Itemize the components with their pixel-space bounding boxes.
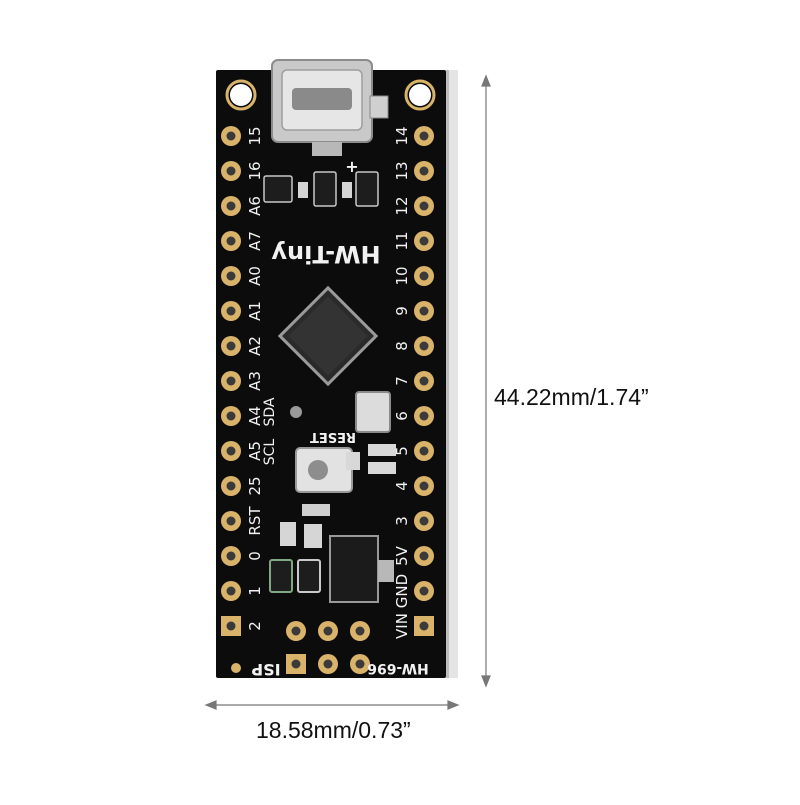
right-pin-pad-hole [419,481,429,491]
left-pin-label: A3 [246,371,264,391]
voltage-regulator [329,535,379,603]
right-pin-pad-hole [419,411,429,421]
height-dimension-label: 44.22mm/1.74” [494,384,649,410]
right-pin-pad-hole [419,271,429,281]
left-pin-pad-hole [226,551,236,561]
pin-labels: 1516A6A7A0A1A2A3A4A525RST012141312111098… [246,126,411,639]
left-pin-label: A1 [246,301,264,321]
reset-label: RESET [310,429,356,444]
right-pin-label: 12 [393,196,411,215]
icsp-pad-hole [323,626,333,636]
fiducial-dot [231,663,241,673]
right-pin-label: 13 [393,161,411,180]
model-label: HW-696 [367,660,429,676]
left-pin-label: RST [246,506,264,536]
right-pin-pad-hole [419,201,429,211]
right-pin-label: 9 [393,306,411,316]
right-pin-label: 5 [393,446,411,456]
right-pin-label: 5V [393,545,411,566]
left-pin-pad-hole [226,341,236,351]
right-pin-pad-hole [419,341,429,351]
left-pin-pad-hole [226,201,236,211]
left-pin-pad-hole [226,481,236,491]
left-pin-label: A6 [246,196,264,216]
right-pin-label: 7 [393,376,411,386]
right-pin-label: 10 [393,266,411,285]
left-pin-pad-hole [226,236,236,246]
right-pin-label: 8 [393,341,411,351]
right-pin-pad-hole [419,236,429,246]
left-pin-pad-hole [226,516,236,526]
right-pin-pad-hole [419,551,429,561]
icsp-pad-hole [291,626,301,636]
mounting-hole-ring-left [225,79,257,111]
left-pin-label: A0 [246,266,264,286]
crystal-oscillator [355,391,391,433]
left-pin-pad-hole [226,446,236,456]
width-dimension-label: 18.58mm/0.73” [256,717,411,743]
left-pin-label: 2 [246,621,264,631]
left-pin-pad-hole [226,306,236,316]
right-pin-label: GND [393,574,411,608]
smd-top-row [263,171,379,207]
microcontroller-chip [277,285,379,387]
left-pin-pad-hole [226,586,236,596]
left-pin-pad-hole [226,411,236,421]
left-pin-label: 15 [246,126,264,145]
left-pin-pad-hole [226,166,236,176]
right-pin-pad-hole [419,306,429,316]
right-pin-label: 14 [393,126,411,145]
left-pin-label: 16 [246,161,264,180]
header-pads [221,126,434,674]
icsp-pad-hole [355,626,365,636]
left-pin-label: A7 [246,231,264,251]
right-pin-pad-hole [419,516,429,526]
test-pad [290,406,302,418]
right-pin-pad-hole [419,376,429,386]
right-pin-label: 3 [393,516,411,526]
right-pin-pad-hole [419,586,429,596]
left-pin-pad-hole [226,376,236,386]
icsp-pad-hole [291,659,301,669]
mounting-hole-right [409,84,431,106]
smd-lower [269,504,330,593]
micro-usb-pins [312,142,342,156]
left-pin-label: 0 [246,551,264,561]
right-pin-pad-hole [419,446,429,456]
mounting-hole-ring-right [404,79,436,111]
left-pin-label: A5 [246,441,264,461]
smd-resistors [346,444,396,474]
icsp-pad-hole [323,659,333,669]
left-pin-label: 1 [246,586,264,596]
regulator-tab [378,560,394,582]
height-dimension-line [481,74,491,688]
right-pin-label: VIN [393,613,411,639]
left-pin-label: 25 [246,476,264,495]
right-pin-label: 6 [393,411,411,421]
left-pin-label: A2 [246,336,264,356]
plus-sign: + [345,157,358,176]
right-pin-pad-hole [419,131,429,141]
mounting-hole-left [230,84,252,106]
usb-side-tab [369,95,389,119]
left-pin-pad-hole [226,271,236,281]
micro-usb-port [292,88,352,110]
reset-button-cap [308,460,328,480]
sda-label: SDA [262,397,278,426]
left-pin-pad-hole [226,131,236,141]
left-pin-label: A4 [246,406,264,426]
isp-label: ISP [251,660,280,679]
right-pin-pad-hole [419,166,429,176]
board-side-shadow [446,70,449,678]
scl-label: SCL [262,439,278,466]
right-pin-label: 4 [393,481,411,491]
width-dimension-line [204,700,460,710]
icsp-pad-hole [355,659,365,669]
left-pin-pad-hole [226,621,236,631]
right-pin-pad-hole [419,621,429,631]
board-name: HW-Tiny [271,240,381,268]
right-pin-label: 11 [393,231,411,250]
